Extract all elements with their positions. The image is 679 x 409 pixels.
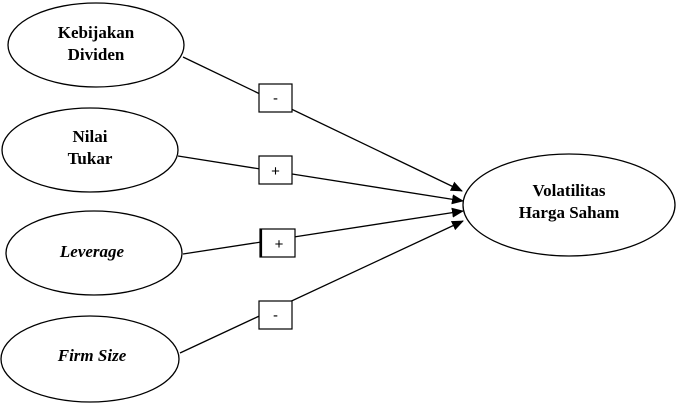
- sign-label-leverage: +: [275, 236, 284, 253]
- node-volatilitas-line2: Harga Saham: [519, 203, 620, 222]
- arrows: [177, 56, 464, 354]
- node-nilai-tukar: Nilai Tukar: [1, 107, 179, 193]
- arrow-nilai-to-volatilitas: [177, 155, 464, 205]
- node-volatilitas-harga-saham: Volatilitas Harga Saham: [462, 153, 676, 257]
- node-leverage: Leverage: [5, 210, 183, 296]
- sign-label-firmsize: -: [273, 307, 278, 324]
- arrow-leverage-to-volatilitas: [182, 207, 464, 255]
- node-volatilitas-line1: Volatilitas: [532, 181, 605, 200]
- node-kebijakan-dividen: Kebijakan Dividen: [7, 2, 185, 88]
- arrow-kebijakan-to-volatilitas: [182, 56, 463, 192]
- node-nilai-line2: Tukar: [68, 149, 113, 168]
- sign-box-kebijakan: -: [258, 83, 293, 113]
- arrow-firmsize-to-volatilitas: [179, 220, 464, 354]
- node-leverage-label: Leverage: [59, 242, 125, 261]
- node-kebijakan-line2: Dividen: [68, 45, 125, 64]
- sign-label-nilai: +: [271, 163, 280, 180]
- sign-label-kebijakan: -: [273, 90, 278, 107]
- sign-box-nilai: +: [258, 155, 293, 185]
- node-nilai-line1: Nilai: [73, 127, 108, 146]
- sign-box-leverage: +: [259, 228, 296, 258]
- node-firm-size: Firm Size: [0, 315, 180, 403]
- sign-box-firmsize: -: [258, 300, 293, 330]
- node-kebijakan-line1: Kebijakan: [58, 23, 135, 42]
- node-firmsize-label: Firm Size: [57, 346, 127, 365]
